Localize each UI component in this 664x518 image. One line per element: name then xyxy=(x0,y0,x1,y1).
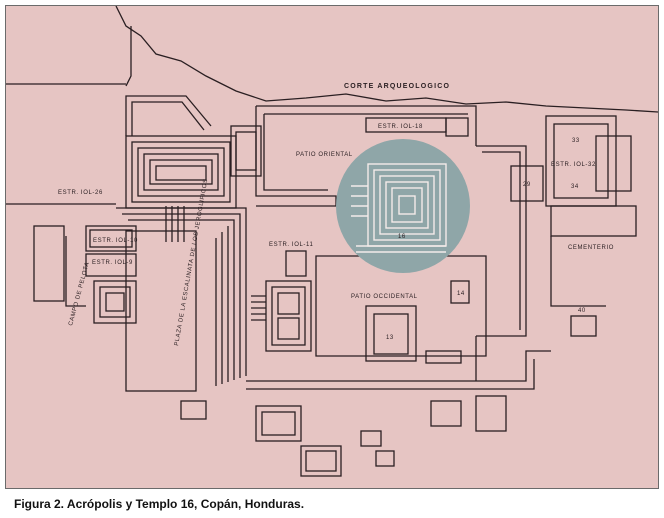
label-estr-32: ESTR. IOL-32 xyxy=(551,162,596,168)
label-estr-26: ESTR. IOL-26 xyxy=(58,190,103,196)
label-patio-oriental: PATIO ORIENTAL xyxy=(296,152,353,158)
figure-caption: Figura 2. Acrópolis y Templo 16, Copán, … xyxy=(14,497,305,511)
label-33: 33 xyxy=(572,138,580,144)
label-cementerio: CEMENTERIO xyxy=(568,245,614,251)
map-frame: CORTE ARQUEOLOGICO ESTR. IOL-26 ESTR. IO… xyxy=(5,5,659,489)
temple-16-highlight xyxy=(336,139,470,273)
south-structures xyxy=(180,395,507,477)
label-patio-occidental: PATIO OCCIDENTAL xyxy=(351,294,418,300)
acropolis-plan: CORTE ARQUEOLOGICO ESTR. IOL-26 ESTR. IO… xyxy=(6,6,658,488)
east-court xyxy=(230,105,477,207)
west-terraces xyxy=(6,203,247,386)
label-estr-11: ESTR. IOL-11 xyxy=(269,242,313,248)
label-estr-18: ESTR. IOL-18 xyxy=(378,124,423,130)
label-estr-10: ESTR. IOL-10 xyxy=(93,238,138,244)
label-estr-9: ESTR. IOL-9 xyxy=(92,260,133,266)
label-14: 14 xyxy=(457,291,465,297)
corte-edge xyxy=(115,6,658,113)
label-29: 29 xyxy=(523,182,531,188)
label-13: 13 xyxy=(386,335,394,341)
label-34: 34 xyxy=(571,184,579,190)
label-16: 16 xyxy=(398,234,406,240)
east-structures xyxy=(475,115,637,381)
label-corte: CORTE ARQUEOLOGICO xyxy=(344,83,450,90)
ball-court xyxy=(33,225,137,324)
central-complex xyxy=(251,250,312,352)
label-40: 40 xyxy=(578,308,586,314)
